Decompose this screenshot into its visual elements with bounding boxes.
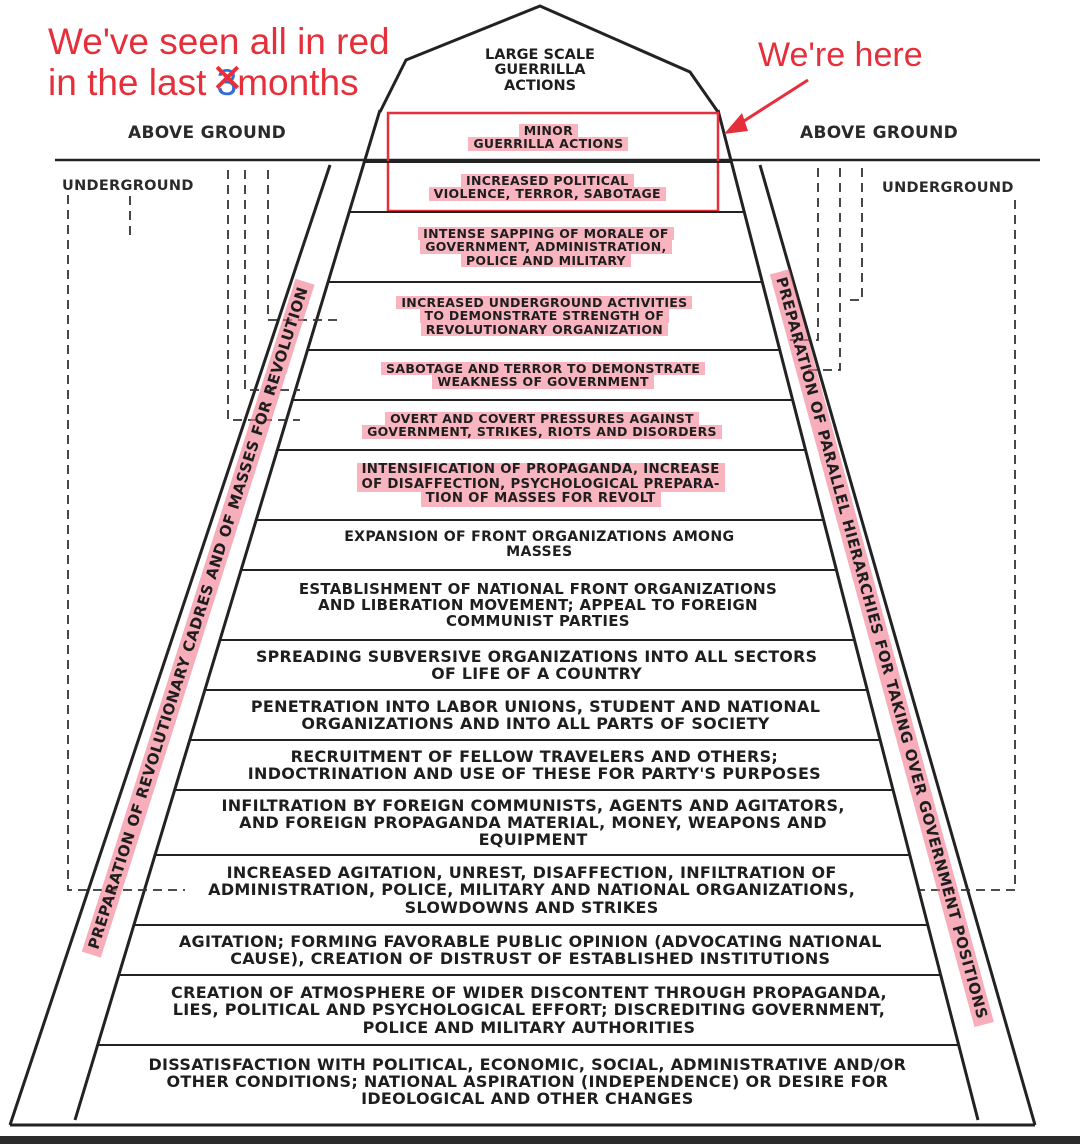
tier-12: RECRUITMENT OF FELLOW TRAVELERS AND OTHE…: [190, 740, 878, 790]
tier-line: ORGANIZATIONS AND INTO ALL PARTS OF SOCI…: [301, 714, 770, 733]
tier-line: INTENSIFICATION OF PROPAGANDA, INCREASE: [356, 463, 725, 478]
tier-15: AGITATION; FORMING FAVORABLE PUBLIC OPIN…: [134, 925, 926, 975]
tier-16: CREATION OF ATMOSPHERE OF WIDER DISCONTE…: [116, 975, 941, 1045]
tier-line: DISSATISFACTION WITH POLITICAL, ECONOMIC…: [148, 1054, 907, 1074]
tier-line: AND LIBERATION MOVEMENT; APPEAL TO FOREI…: [318, 595, 758, 614]
inner-left-edge: [73, 109, 382, 1121]
tier-line: ADMINISTRATION, POLICE, MILITARY AND NAT…: [208, 880, 856, 900]
tier-line: OVERT AND COVERT PRESSURES AGAINST: [385, 411, 699, 425]
connector-left-1: [244, 170, 300, 391]
struck-number: 3✕: [211, 59, 245, 104]
connector-right-outer: [920, 200, 1016, 891]
tier-9: ESTABLISHMENT OF NATIONAL FRONT ORGANIZA…: [239, 570, 838, 640]
tier-line: INTENSE SAPPING OF MORALE OF: [418, 227, 674, 241]
annotation-line-1: We've seen all in red: [48, 21, 390, 62]
apex-label: LARGE SCALE GUERRILLA ACTIONS: [0, 47, 1080, 94]
tier-line: POLICE AND MILITARY: [460, 254, 631, 268]
tier-line: TO DEMONSTRATE STRENGTH OF: [419, 309, 670, 323]
tier-13: INFILTRATION BY FOREIGN COMMUNISTS, AGEN…: [173, 790, 894, 855]
connector-right-1: [790, 168, 819, 341]
tier-line: CAUSE), CREATION OF DISTRUST OF ESTABLIS…: [230, 949, 831, 968]
tier-line: OF LIFE OF A COUNTRY: [431, 664, 643, 683]
apex-line: GUERRILLA: [494, 62, 586, 79]
tier-10: SPREADING SUBVERSIVE ORGANIZATIONS INTO …: [220, 640, 852, 690]
tier-line: GUERRILLA ACTIONS: [468, 137, 629, 151]
tier-line: RECRUITMENT OF FELLOW TRAVELERS AND OTHE…: [290, 746, 779, 766]
tier-line: INCREASED POLITICAL: [461, 173, 634, 187]
tier-11: PENETRATION INTO LABOR UNIONS, STUDENT A…: [205, 690, 865, 740]
tier-line: WEAKNESS OF GOVERNMENT: [432, 375, 654, 389]
were-here-arrow-shaft: [732, 78, 809, 130]
annotation-line-2: in the last 3✕months: [48, 59, 390, 104]
apex-line: ACTIONS: [503, 77, 577, 94]
tier-line: AND FOREIGN PROPAGANDA MATERIAL, MONEY, …: [239, 812, 828, 832]
tier-14: INCREASED AGITATION, UNREST, DISAFFECTIO…: [152, 855, 910, 925]
tier-line: MINOR: [518, 123, 579, 137]
tier-line: COMMUNIST PARTIES: [446, 612, 630, 631]
tier-line: SPREADING SUBVERSIVE ORGANIZATIONS INTO …: [255, 646, 818, 666]
tier-line: OF DISAFFECTION, PSYCHOLOGICAL PREPARA-: [356, 477, 725, 493]
apex-line: LARGE SCALE: [485, 47, 595, 63]
connector-left-2: [227, 170, 300, 421]
tier-line: AGITATION; FORMING FAVORABLE PUBLIC OPIN…: [178, 931, 882, 951]
tier-line: GOVERNMENT, STRIKES, RIOTS AND DISORDERS: [362, 425, 722, 439]
bottom-bar: [0, 1136, 1080, 1144]
tier-line: POLICE AND MILITARY AUTHORITIES: [362, 1017, 696, 1037]
tier-line: INCREASED UNDERGROUND ACTIVITIES: [396, 296, 693, 310]
underground-left: UNDERGROUND: [62, 178, 194, 194]
annotation-were-here: We're here: [758, 36, 923, 74]
tier-line: CREATION OF ATMOSPHERE OF WIDER DISCONTE…: [171, 983, 887, 1003]
underground-right: UNDERGROUND: [882, 180, 1014, 196]
tier-line: INCREASED AGITATION, UNREST, DISAFFECTIO…: [226, 863, 837, 883]
connector-right-3: [845, 168, 863, 301]
tier-line: TION OF MASSES FOR REVOLT: [420, 491, 661, 507]
above-ground-left: ABOVE GROUND: [128, 123, 287, 143]
tier-line: IDEOLOGICAL AND OTHER CHANGES: [361, 1089, 694, 1109]
tier-line: SABOTAGE AND TERROR TO DEMONSTRATE: [381, 361, 706, 375]
annotation-line-2-pre: in the last: [48, 61, 207, 103]
tier-line: VIOLENCE, TERROR, SABOTAGE: [428, 187, 666, 201]
annotation-seen-all-in-red: We've seen all in red in the last 3✕mont…: [48, 21, 390, 104]
above-ground-right: ABOVE GROUND: [800, 123, 959, 143]
tier-line: REVOLUTIONARY ORGANIZATION: [420, 323, 669, 337]
tier-line: GOVERNMENT, ADMINISTRATION,: [420, 240, 672, 254]
connector-left-outer: [67, 195, 185, 891]
tier-line: MASSES: [506, 544, 573, 560]
tier-line: EQUIPMENT: [478, 830, 588, 850]
tier-line: EXPANSION OF FRONT ORGANIZATIONS AMONG: [344, 528, 735, 545]
annotation-line-2-post: months: [237, 61, 359, 103]
tier-line: INDOCTRINATION AND USE OF THESE FOR PART…: [247, 764, 821, 783]
tier-line: OTHER CONDITIONS; NATIONAL ASPIRATION (I…: [166, 1071, 889, 1091]
apex-roof: [378, 4, 720, 113]
were-here-arrow-head: [724, 113, 748, 134]
tier-17: DISSATISFACTION WITH POLITICAL, ECONOMIC…: [95, 1045, 960, 1118]
strike-x-mark: ✕: [210, 56, 245, 101]
tier-line: SLOWDOWNS AND STRIKES: [404, 897, 659, 917]
struck-number-value: 3: [216, 61, 238, 103]
outer-left-edge: [8, 164, 332, 1126]
connector-left-3: [267, 170, 340, 321]
tier-line: LIES, POLITICAL AND PSYCHOLOGICAL EFFORT…: [172, 1000, 886, 1020]
outer-right-edge: [758, 164, 1037, 1126]
inner-right-edge: [716, 109, 980, 1121]
tier-line: INFILTRATION BY FOREIGN COMMUNISTS, AGEN…: [221, 795, 845, 815]
tier-line: ESTABLISHMENT OF NATIONAL FRONT ORGANIZA…: [298, 579, 778, 598]
tier-line: PENETRATION INTO LABOR UNIONS, STUDENT A…: [250, 696, 821, 716]
